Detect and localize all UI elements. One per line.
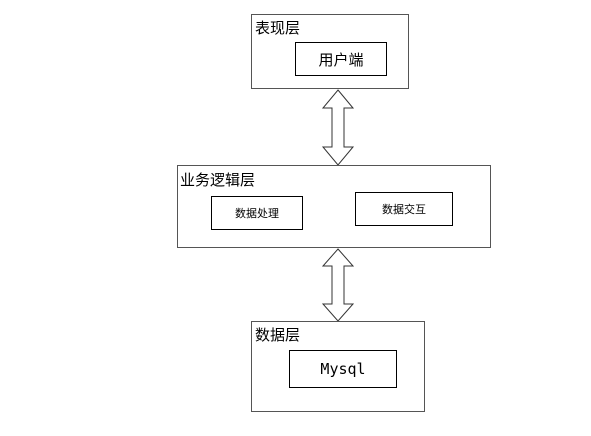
data-interaction-node: 数据交互 xyxy=(355,192,453,226)
arrow-shape xyxy=(321,248,355,322)
business-layer-box: 业务逻辑层 数据处理 数据交互 xyxy=(177,165,491,248)
presentation-layer-title: 表现层 xyxy=(255,19,301,37)
arrow-shape xyxy=(321,89,355,166)
presentation-layer-box: 表现层 用户端 xyxy=(251,14,409,89)
bidirectional-arrow-bottom xyxy=(321,248,355,322)
data-processing-node: 数据处理 xyxy=(211,196,303,230)
mysql-node: Mysql xyxy=(289,350,397,388)
data-layer-box: 数据层 Mysql xyxy=(251,321,425,412)
business-layer-title: 业务逻辑层 xyxy=(180,171,256,189)
client-node: 用户端 xyxy=(295,42,387,76)
bidirectional-arrow-top xyxy=(321,89,355,166)
data-layer-title: 数据层 xyxy=(255,326,301,344)
